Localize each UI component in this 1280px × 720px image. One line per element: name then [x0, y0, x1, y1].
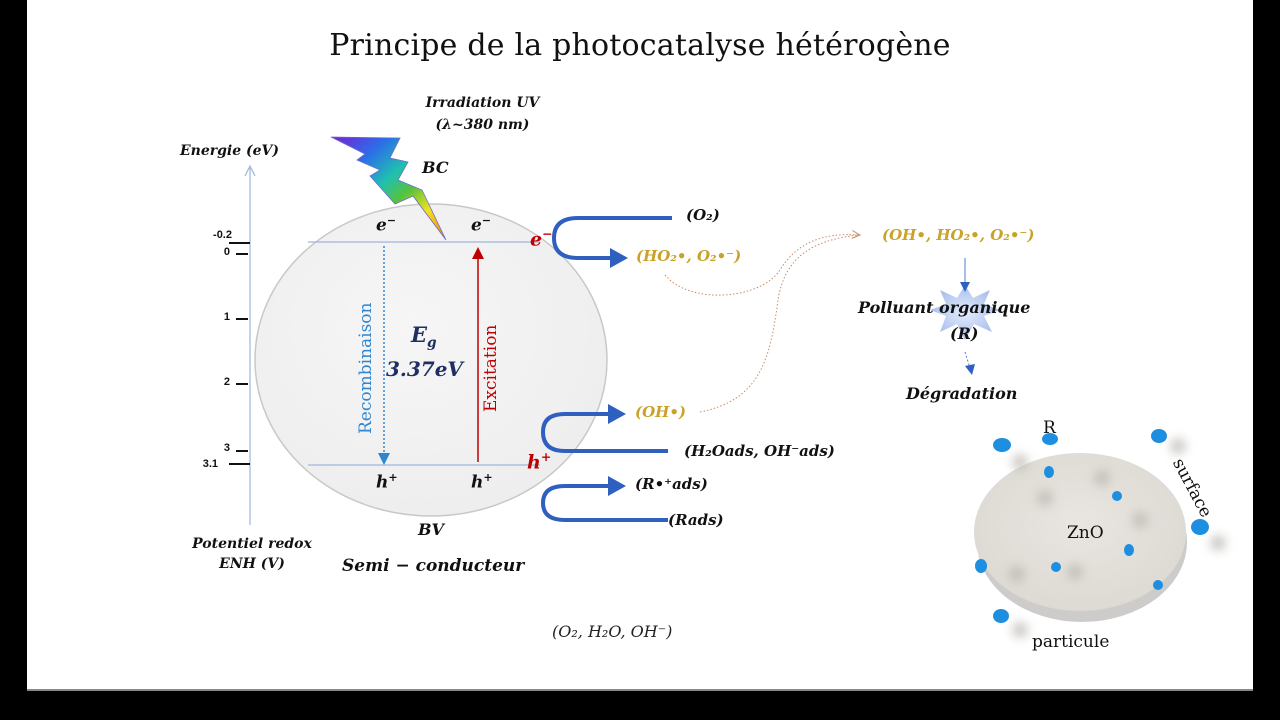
zno-particle — [974, 429, 1226, 638]
band-gap-symbol: Eg — [411, 322, 437, 352]
semiconductor-sphere — [254, 203, 608, 517]
radical-flow-curves — [664, 235, 860, 413]
hole-right: h+ — [471, 471, 493, 493]
reactant-species: (O₂, H₂O, OH⁻) — [552, 622, 673, 641]
organic-pollutant-label: Polluant organique — [858, 298, 1031, 317]
tick-label: 2 — [223, 376, 230, 388]
adsorbed-pollutant-label: (Rads) — [668, 511, 724, 529]
tick-label: 0 — [223, 246, 230, 258]
irradiation-label: Irradiation UV (λ~380 nm) — [400, 92, 565, 136]
particle-label: particule — [1032, 632, 1110, 652]
tick-label: -0.2 — [213, 229, 232, 241]
hole-out: h+ — [527, 449, 552, 474]
superoxide-label: (HO₂•, O₂•⁻) — [636, 247, 742, 265]
electron-right: e− — [471, 214, 492, 236]
uv-lightning-icon — [330, 136, 447, 241]
redox-potential-label: Potentiel redox ENH (V) — [172, 534, 332, 574]
radical-cation-label: (R•⁺ads) — [635, 475, 708, 493]
electron-reaction-arrow — [551, 216, 672, 268]
zno-label: ZnO — [1067, 523, 1104, 543]
conduction-band-label: BC — [422, 158, 449, 177]
hydroxyl-radical-label: (OH•) — [635, 403, 687, 421]
excitation-label: Excitation — [481, 324, 501, 412]
page-title: Principe de la photocatalyse hétérogène — [329, 28, 951, 63]
radicals-label: (OH•, HO₂•, O₂•⁻) — [882, 226, 1035, 244]
pollutant-r-label: R — [1043, 418, 1056, 438]
degradation-label: Dégradation — [906, 384, 1018, 403]
valence-band-label: BV — [418, 520, 444, 539]
recombination-label: Recombinaison — [356, 302, 376, 434]
redox-label-line1: Potentiel redox — [192, 536, 312, 552]
oxygen-label: (O₂) — [686, 206, 720, 224]
energy-axis-label: Energie (eV) — [180, 143, 280, 159]
hole-reaction-arrow — [540, 404, 668, 453]
irradiation-title: Irradiation UV — [425, 95, 540, 111]
band-gap-value: 3.37eV — [386, 357, 463, 381]
semiconductor-label: Semi − conducteur — [342, 556, 525, 576]
electron-left: e− — [376, 214, 397, 236]
tick-label: 3 — [223, 442, 230, 454]
pollutant-dots — [975, 429, 1209, 623]
energy-axis — [229, 164, 256, 525]
tick-label: 3.1 — [202, 458, 218, 470]
water-hydroxide-label: (H₂Oads, OH⁻ads) — [684, 442, 835, 460]
pollutant-burst-icon — [930, 285, 1000, 340]
irradiation-wavelength: (λ~380 nm) — [435, 117, 530, 133]
electron-out: e− — [530, 226, 553, 251]
pollutant-reaction-arrow — [540, 476, 668, 522]
redox-label-line2: ENH (V) — [219, 556, 285, 572]
hole-left: h+ — [376, 471, 398, 493]
tick-label: 1 — [223, 311, 230, 323]
pollutant-symbol: (R) — [950, 324, 979, 343]
